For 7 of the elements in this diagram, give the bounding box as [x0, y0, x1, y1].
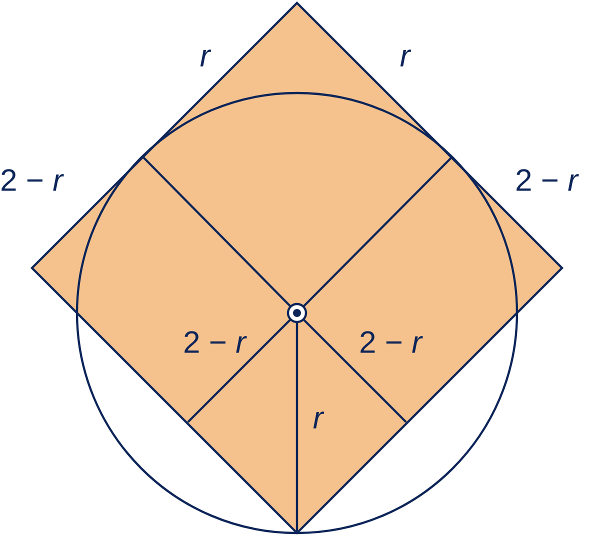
- side-length-label: 2 − r: [360, 331, 423, 353]
- side-length-label: 2 − r: [184, 331, 247, 353]
- side-length-label: 2 − r: [516, 169, 579, 191]
- side-length-label: r: [200, 50, 212, 66]
- side-length-label: r: [400, 50, 412, 66]
- side-length-label: 2 − r: [2, 169, 64, 191]
- side-length-label: r: [313, 412, 324, 428]
